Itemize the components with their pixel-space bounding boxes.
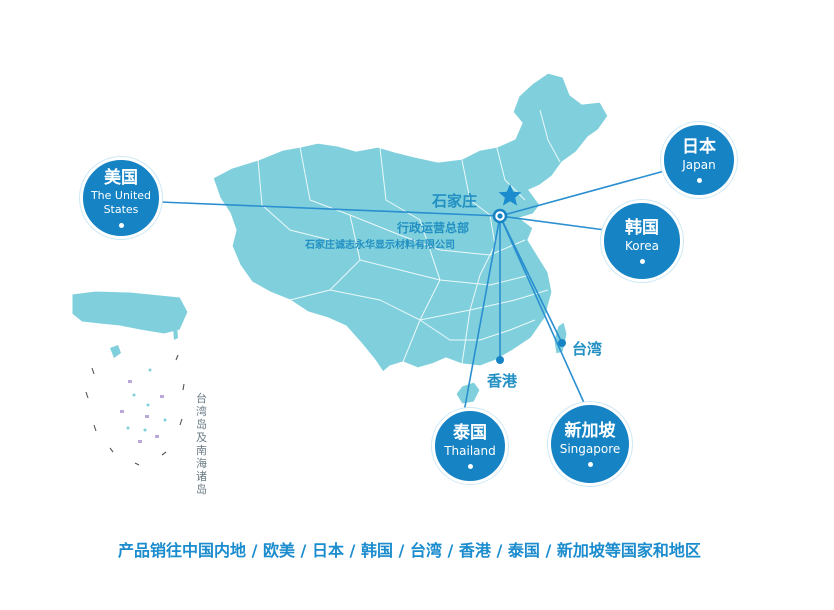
destination-en: Thailand bbox=[444, 443, 496, 458]
hq-city-label: 石家庄 bbox=[432, 192, 478, 210]
dot-marker bbox=[587, 461, 593, 467]
south-china-sea-inset bbox=[71, 290, 189, 466]
destination-cn: 韩国 bbox=[625, 217, 659, 238]
hongkong-point bbox=[496, 356, 504, 364]
dot-marker bbox=[696, 177, 702, 183]
taiwan-point bbox=[558, 339, 566, 347]
destination-cn: 泰国 bbox=[453, 422, 487, 443]
destination-singapore: 新加坡 Singapore bbox=[548, 402, 632, 486]
destination-en: The United States bbox=[90, 188, 152, 216]
inset-caption: 台湾岛及南海诸岛 bbox=[196, 392, 207, 496]
destination-usa: 美国 The United States bbox=[80, 157, 162, 239]
route-lines bbox=[159, 169, 669, 413]
province-borders bbox=[257, 109, 561, 365]
destination-en: Korea bbox=[624, 238, 660, 253]
destination-cn: 日本 bbox=[682, 136, 716, 157]
destination-en: Japan bbox=[682, 157, 716, 172]
destination-en: Singapore bbox=[559, 441, 621, 456]
dot-marker bbox=[467, 463, 473, 469]
hongkong-label: 香港 bbox=[487, 372, 518, 390]
dot-marker bbox=[639, 258, 645, 264]
destination-cn: 美国 bbox=[104, 167, 138, 188]
destination-korea: 韩国 Korea bbox=[601, 200, 683, 282]
taiwan-label: 台湾 bbox=[572, 340, 603, 358]
hq-title-label: 行政运营总部 bbox=[397, 221, 470, 235]
destination-japan: 日本 Japan bbox=[661, 122, 737, 198]
dot-marker bbox=[118, 222, 124, 228]
footer-text: 产品销往中国内地 / 欧美 / 日本 / 韩国 / 台湾 / 香港 / 泰国 /… bbox=[118, 541, 701, 560]
destination-cn: 新加坡 bbox=[564, 420, 616, 441]
destination-thailand: 泰国 Thailand bbox=[432, 408, 508, 484]
hq-company-label: 石家庄诚志永华显示材料有限公司 bbox=[305, 240, 455, 251]
star-icon bbox=[498, 184, 522, 206]
